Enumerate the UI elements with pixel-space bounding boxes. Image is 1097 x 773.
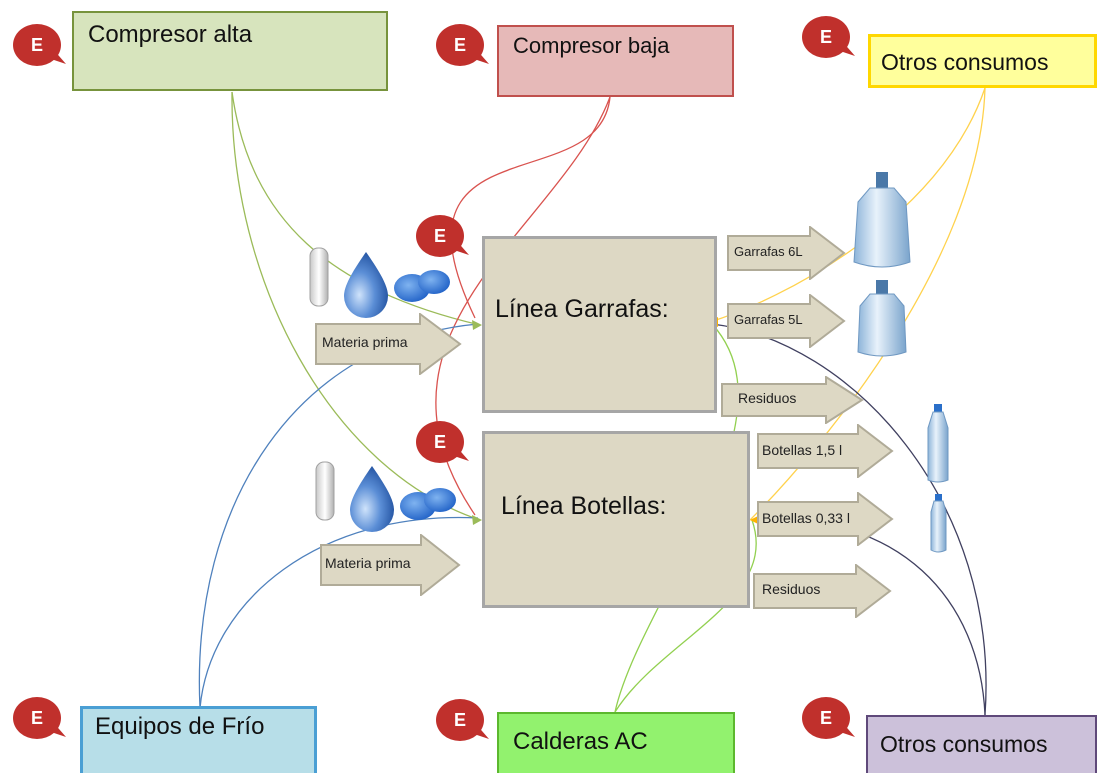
source-compresor-baja-label: Compresor baja (513, 33, 670, 58)
line-garrafas: Línea Garrafas: (482, 236, 717, 413)
energy-badge-letter-6: E (13, 696, 71, 744)
output-arrow-botellas-15: Botellas 1,5 l (756, 424, 894, 478)
connector-frio-garrafas (198, 323, 479, 709)
energy-badge-letter-3: E (802, 15, 860, 63)
energy-badge-text: E (819, 27, 832, 47)
energy-badge-text: E (433, 432, 446, 452)
source-calderas-label: Calderas AC (513, 728, 648, 755)
energy-badge-text: E (819, 708, 832, 728)
line-botellas: Línea Botellas: (482, 431, 750, 608)
output-arrow-garrafas-6l: Garrafas 6L (726, 226, 846, 280)
materia-prima-bottom-label: Materia prima (325, 555, 411, 571)
output-arrow-residuos-bottom: Residuos (752, 564, 892, 618)
source-otros-consumos-bottom: Otros consumos (866, 715, 1097, 773)
source-otros-consumos-bottom-label: Otros consumos (880, 731, 1048, 757)
source-compresor-alta: Compresor alta (72, 11, 388, 91)
botellas-15-label: Botellas 1,5 l (762, 442, 843, 458)
energy-badge-text: E (453, 710, 466, 730)
output-arrow-garrafas-5l: Garrafas 5L (726, 294, 846, 348)
botellas-033-label: Botellas 0,33 l (762, 510, 850, 526)
energy-badge-letter-7: E (436, 698, 494, 746)
connector-compresor-alta-botellas (231, 91, 481, 521)
energy-badge-letter-1: E (13, 23, 71, 71)
input-arrow-materia-prima-bottom: Materia prima (319, 534, 461, 596)
source-compresor-alta-label: Compresor alta (88, 21, 253, 48)
source-calderas: Calderas AC (497, 712, 735, 773)
line-garrafas-label: Línea Garrafas: (495, 295, 669, 323)
energy-badge-letter-2: E (436, 23, 494, 71)
source-equipos-frio: Equipos de Frío (80, 706, 317, 773)
energy-badge-letter-5: E (416, 420, 474, 468)
energy-badge-text: E (30, 708, 43, 728)
connector-calderas-botellas (614, 519, 757, 713)
connector-otros-top-garrafas (709, 87, 986, 323)
connector-frio-botellas (199, 516, 479, 709)
output-arrow-residuos-top: Residuos (720, 376, 864, 424)
residuos-top-label: Residuos (738, 390, 797, 406)
garrafas-6l-label: Garrafas 6L (734, 244, 803, 259)
connector-compresor-alta-garrafas (231, 91, 481, 326)
energy-badge-letter-4: E (416, 214, 474, 262)
source-compresor-baja: Compresor baja (497, 25, 734, 97)
energy-badge-text: E (453, 35, 466, 55)
source-otros-consumos-top-label: Otros consumos (881, 49, 1049, 75)
garrafas-5l-label: Garrafas 5L (734, 312, 803, 327)
output-arrow-botellas-033: Botellas 0,33 l (756, 492, 894, 546)
residuos-bottom-label: Residuos (762, 581, 821, 597)
energy-badge-text: E (433, 226, 446, 246)
source-equipos-frio-label: Equipos de Frío (95, 713, 265, 740)
energy-badge-letter-8: E (802, 696, 860, 744)
line-botellas-label: Línea Botellas: (501, 492, 667, 520)
source-otros-consumos-top: Otros consumos (868, 34, 1097, 88)
energy-badge-text: E (30, 35, 43, 55)
materia-prima-top-label: Materia prima (322, 334, 408, 350)
input-arrow-materia-prima-top: Materia prima (314, 313, 462, 375)
